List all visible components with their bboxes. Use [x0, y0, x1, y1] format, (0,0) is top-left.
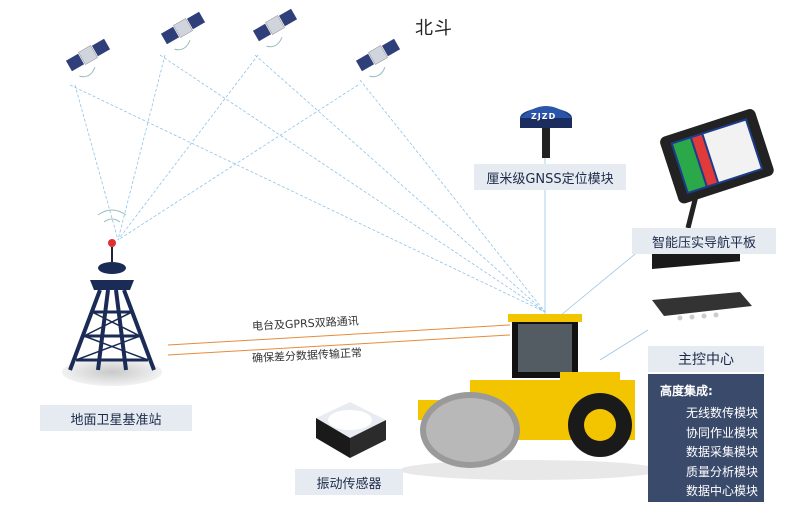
signal-line	[117, 84, 359, 241]
module-item: 数据中心模块	[686, 484, 759, 498]
panel-heading: 高度集成:	[660, 384, 713, 398]
tablet-label: 智能压实导航平板	[632, 228, 776, 254]
signal-line	[254, 54, 546, 313]
gnss-receiver-icon	[520, 106, 572, 158]
road-roller-icon	[400, 314, 660, 480]
vibration-sensor-label: 振动传感器	[295, 469, 403, 495]
signal-line	[117, 54, 166, 241]
signal-line	[159, 54, 546, 313]
tablet-icon	[660, 109, 774, 229]
ground-station-tower-icon	[62, 209, 162, 386]
signal-line	[74, 84, 119, 241]
satellite-icon	[252, 8, 298, 48]
gnss-brand-text: ZJZD	[531, 112, 557, 121]
module-item: 协同作业模块	[686, 425, 759, 440]
gnss-module-label: 厘米级GNSS定位模块	[474, 164, 626, 190]
module-item: 无线数传模块	[686, 406, 759, 420]
satellite-icon	[355, 38, 401, 78]
ground-station-label: 地面卫星基准站	[40, 405, 192, 431]
main-control-panel: 高度集成: 无线数传模块 协同作业模块 数据采集模块 质量分析模块 数据中心模块	[648, 374, 764, 502]
comm-lines	[167, 324, 511, 356]
vibration-sensor-icon	[316, 402, 386, 458]
satellite-icon	[65, 38, 111, 78]
satellite-icon	[160, 11, 206, 51]
main-control-header: 主控中心	[648, 346, 764, 372]
signal-line	[69, 84, 546, 313]
module-list: 无线数传模块 协同作业模块 数据采集模块 质量分析模块 数据中心模块	[686, 404, 758, 502]
module-item: 数据采集模块	[686, 445, 759, 459]
signal-line	[359, 79, 546, 313]
module-item: 质量分析模块	[686, 464, 759, 479]
signal-line	[117, 54, 259, 241]
satellite-signal-lines	[69, 54, 546, 313]
page-title: 北斗	[415, 18, 453, 39]
